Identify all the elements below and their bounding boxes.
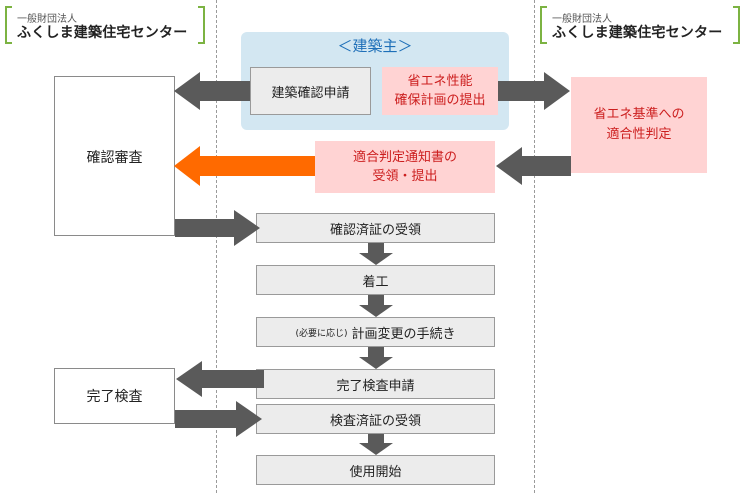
- final-inspection-box: 完了検査: [54, 368, 175, 424]
- step-label: 完了検査申請: [336, 378, 415, 394]
- arrow-judgement-to-notice: [496, 147, 571, 185]
- review-box: 確認審査: [54, 76, 175, 236]
- notice-line-2: 受領・提出: [372, 169, 438, 184]
- arrow-notice-to-review: [174, 146, 315, 186]
- step-completion-application: 完了検査申請: [256, 369, 495, 399]
- logo-name: ふくしま建築住宅センター: [552, 25, 723, 41]
- step-receive-certificate: 確認済証の受領: [256, 213, 495, 243]
- energy-plan-line-2: 確保計画の提出: [394, 93, 486, 108]
- step-receive-inspection-certificate: 検査済証の受領: [256, 404, 495, 434]
- arrow-completion-to-inspection: [176, 361, 264, 397]
- right-column-divider: [534, 0, 535, 493]
- energy-plan-line-1: 省エネ性能: [407, 74, 473, 89]
- energy-judgement-box: 省エネ基準への 適合性判定: [571, 77, 707, 173]
- logo-org-type: 一般財団法人: [552, 14, 612, 25]
- step-label: 確認済証の受領: [329, 222, 421, 238]
- arrow-inspection-to-certificate: [175, 401, 262, 437]
- logo-right: 一般財団法人 ふくしま建築住宅センター: [540, 0, 740, 44]
- review-label: 確認審査: [86, 150, 143, 166]
- step-plan-change: (必要に応じ) 計画変更の手続き: [256, 317, 495, 347]
- step-label: 使用開始: [349, 464, 402, 480]
- step-label: 計画変更の手続き: [351, 326, 456, 342]
- logo-left: 一般財団法人 ふくしま建築住宅センター: [5, 0, 205, 44]
- arrow-down-3: [359, 347, 393, 369]
- application-box: 建築確認申請: [250, 67, 371, 115]
- energy-judgement-line-2: 適合性判定: [606, 127, 672, 142]
- step-label: 着工: [362, 274, 389, 290]
- left-column-divider: [216, 0, 217, 493]
- owner-title: ＜建築主＞: [337, 37, 413, 55]
- arrow-down-2: [359, 295, 393, 317]
- logo-org-type: 一般財団法人: [17, 14, 77, 25]
- application-label: 建築確認申請: [271, 85, 350, 101]
- arrow-review-to-certificate: [175, 210, 260, 246]
- step-start-use: 使用開始: [256, 455, 495, 485]
- arrow-plan-to-judgement: [498, 72, 570, 110]
- logo-name: ふくしま建築住宅センター: [17, 25, 188, 41]
- final-inspection-label: 完了検査: [86, 389, 143, 405]
- notice-line-1: 適合判定通知書の: [352, 150, 457, 165]
- arrow-application-to-review: [174, 72, 250, 110]
- plan-change-note: (必要に応じ): [295, 328, 348, 339]
- step-start-work: 着工: [256, 265, 495, 295]
- energy-judgement-line-1: 省エネ基準への: [593, 107, 685, 122]
- arrow-down-1: [359, 243, 393, 265]
- step-label: 検査済証の受領: [329, 413, 421, 429]
- energy-plan-box: 省エネ性能 確保計画の提出: [382, 67, 498, 115]
- arrow-down-4: [359, 434, 393, 455]
- notice-box: 適合判定通知書の 受領・提出: [315, 141, 495, 193]
